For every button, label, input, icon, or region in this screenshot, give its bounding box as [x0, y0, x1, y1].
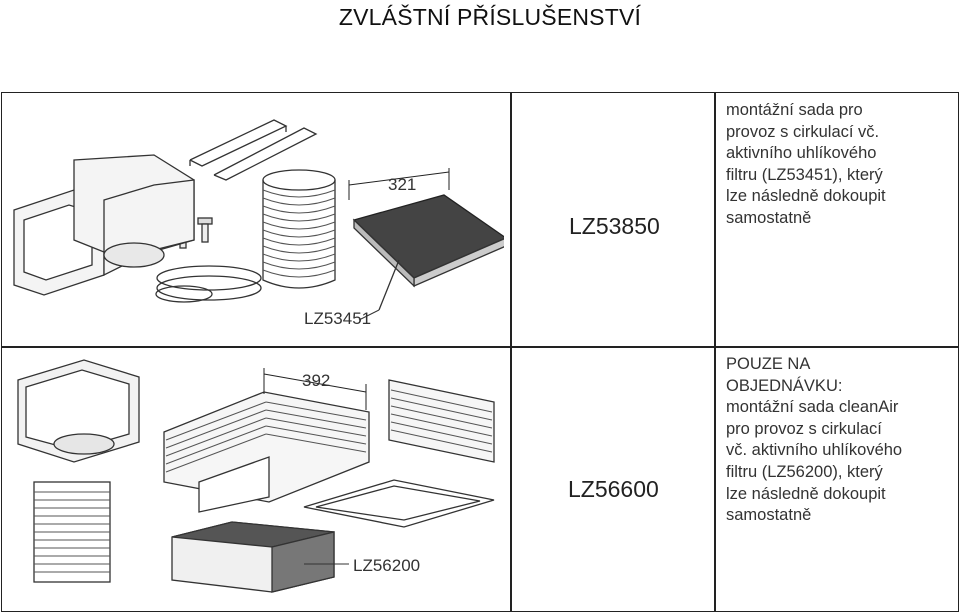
circulation-kit-image: [4, 100, 504, 340]
description-line: aktivního uhlíkového: [726, 144, 877, 163]
product-code: LZ56600: [568, 476, 659, 502]
description-line: montážní sada cleanAir: [726, 398, 899, 417]
adapter-box-icon: [13, 154, 195, 296]
description-line: samostatně: [726, 506, 812, 525]
product-description: POUZE NA OBJEDNÁVKU: montážní sada clean…: [726, 354, 902, 527]
carbon-filter-icon: [352, 194, 504, 311]
description-line: lze následně dokoupit: [726, 187, 886, 206]
description-line: montážní sada pro: [726, 101, 863, 119]
filter-frame-icon: [303, 479, 495, 528]
description-line: lze následně dokoupit: [726, 484, 886, 503]
dimension-line-icon: [348, 168, 450, 200]
accessory-table: [1, 92, 959, 612]
page-title: ZVLÁŠTNÍ PŘÍSLUŠENSTVÍ: [338, 4, 642, 30]
louvre-cover-icon: [163, 391, 370, 513]
bracket-icon: [189, 119, 318, 181]
description-line: filtru (LZ53451), který: [726, 165, 883, 184]
description-line: samostatně: [726, 208, 812, 227]
filter-code-label: LZ56200: [353, 556, 421, 575]
column-divider-description: [714, 92, 716, 612]
description-line: provoz s cirkulací vč.: [726, 122, 880, 141]
description-line: pro provoz s cirkulací: [726, 419, 882, 438]
dimension-line-icon: [263, 368, 367, 410]
column-divider-code: [510, 92, 512, 612]
carbon-filter-icon: [171, 521, 335, 593]
hose-icon: [33, 481, 111, 583]
description-line: POUZE NA: [726, 355, 811, 373]
description-line: filtru (LZ56200), který: [726, 462, 883, 481]
description-line: vč. aktivního uhlíkového: [726, 441, 903, 460]
hose-icon: [262, 169, 336, 289]
dimension-label: 321: [388, 175, 417, 194]
mounting-bracket-icon: [17, 359, 140, 463]
cleanair-kit-image: [4, 352, 504, 610]
grille-panel-icon: [388, 379, 495, 463]
description-line: OBJEDNÁVKU:: [726, 376, 843, 395]
filter-code-label: LZ53451: [304, 309, 372, 328]
product-description: montážní sada pro provoz s cirkulací vč.…: [726, 100, 886, 230]
product-code: LZ53850: [569, 213, 660, 239]
dimension-label: 392: [302, 371, 331, 390]
clamp-icon: [155, 265, 262, 303]
row-divider: [1, 346, 959, 348]
